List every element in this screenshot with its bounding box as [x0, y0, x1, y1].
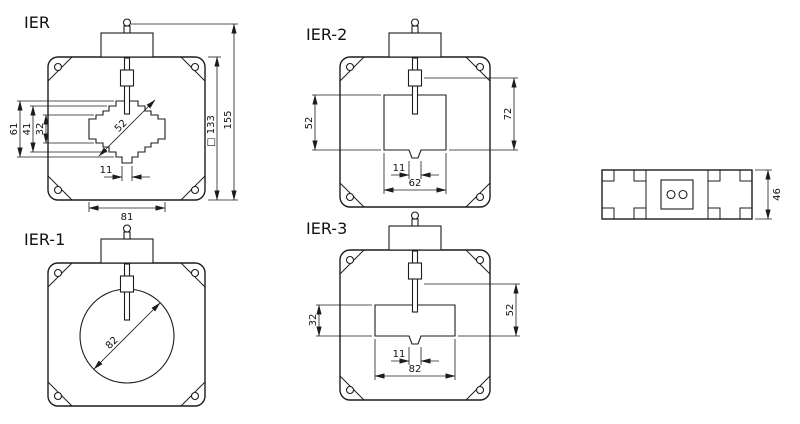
ier2-front-view: IER-2 52 72: [304, 18, 518, 208]
dim-window-width: 62: [383, 153, 447, 194]
dim-value: 32: [35, 123, 46, 136]
terminal-screw: [678, 189, 688, 200]
terminal-block: [388, 32, 442, 58]
dim-window-height-mid: 41: [22, 105, 107, 153]
terminal-screw: [410, 211, 420, 220]
clamp-screw-shaft: [411, 250, 419, 313]
dim-value: 82: [409, 364, 422, 375]
mounting-hole: [345, 192, 355, 202]
dim-value: 61: [9, 123, 20, 136]
mounting-hole: [475, 192, 485, 202]
dim-value: 32: [308, 314, 319, 327]
view-label-ier3: IER-3: [306, 219, 347, 238]
dimension-line: [93, 302, 161, 370]
dim-value: 52: [505, 304, 516, 317]
rect-window-opening: [383, 94, 447, 159]
corner-notch: [633, 169, 647, 182]
terminal-screw: [122, 224, 132, 233]
dim-window-height-inner: 32: [35, 114, 94, 144]
dim-value: 62: [409, 178, 422, 189]
mounting-hole: [345, 385, 355, 395]
dimension-line: [98, 99, 156, 157]
view-label-ier1: IER-1: [24, 230, 65, 249]
dim-value: □ 133: [206, 115, 217, 147]
dim-window-width: 82: [374, 339, 456, 380]
dim-height-to-top: 52: [424, 283, 520, 337]
dim-window-width: 81: [88, 202, 166, 223]
terminal-screw-stem: [123, 25, 131, 34]
dim-value: 155: [223, 110, 234, 129]
dim-window-height: 32: [308, 304, 372, 337]
mounting-hole: [53, 62, 63, 72]
dim-slot-width: 11: [100, 165, 150, 181]
dim-window-height-outer: 61: [9, 100, 114, 158]
dim-value: 72: [503, 108, 514, 121]
terminal-block: [100, 32, 154, 58]
mounting-hole: [190, 268, 200, 278]
clamp-screw-head: [407, 262, 423, 280]
ier-front-view: IER 52 61 41: [9, 13, 238, 223]
clamp-screw-head: [119, 275, 135, 293]
ier3-front-view: IER-3 32 52: [306, 211, 520, 401]
terminal-block: [388, 225, 442, 251]
clamp-screw-head: [119, 69, 135, 87]
corner-notch: [633, 207, 647, 220]
side-view: 46: [601, 169, 783, 220]
terminal-screw-stem: [411, 218, 419, 227]
dim-slot-width: 11: [391, 347, 439, 365]
mounting-hole: [190, 62, 200, 72]
mounting-hole: [190, 185, 200, 195]
mounting-hole: [53, 185, 63, 195]
corner-notch: [739, 207, 753, 220]
mounting-hole: [53, 268, 63, 278]
mounting-hole: [475, 255, 485, 265]
dim-height-to-top: 72: [424, 77, 518, 151]
rect-window-opening: [374, 304, 456, 345]
terminal-screw-stem: [123, 231, 131, 240]
dim-slot-width: 11: [391, 161, 439, 179]
terminal-screw-stem: [411, 25, 419, 34]
corner-notch: [601, 207, 615, 220]
mounting-hole: [190, 391, 200, 401]
mounting-hole: [475, 385, 485, 395]
corner-notch: [739, 169, 753, 182]
dim-value: 46: [772, 188, 783, 201]
dim-value: 41: [22, 123, 33, 136]
terminal-block-side: [660, 179, 694, 210]
terminal-screw: [666, 189, 676, 200]
terminal-block: [100, 238, 154, 264]
mounting-hole: [53, 391, 63, 401]
dim-value: 81: [121, 212, 134, 223]
mounting-hole: [345, 62, 355, 72]
view-label-ier: IER: [24, 13, 50, 32]
corner-notch: [707, 207, 721, 220]
view-label-ier2: IER-2: [306, 25, 347, 44]
mounting-hole: [345, 255, 355, 265]
corner-notch: [707, 169, 721, 182]
dim-value: 11: [393, 349, 406, 360]
dim-depth: 46: [755, 169, 783, 220]
side-body: [601, 169, 753, 220]
terminal-screw: [410, 18, 420, 27]
dim-value: 11: [100, 165, 113, 176]
dim-value: 11: [393, 163, 406, 174]
mounting-hole: [475, 62, 485, 72]
dim-overall-height: 155: [131, 23, 238, 201]
terminal-screw: [122, 18, 132, 27]
dim-window-height: 52: [304, 94, 381, 151]
dim-value: 52: [304, 117, 315, 130]
corner-notch: [601, 169, 615, 182]
clamp-screw-head: [407, 69, 423, 87]
ier1-front-view: IER-1 82: [24, 224, 206, 407]
